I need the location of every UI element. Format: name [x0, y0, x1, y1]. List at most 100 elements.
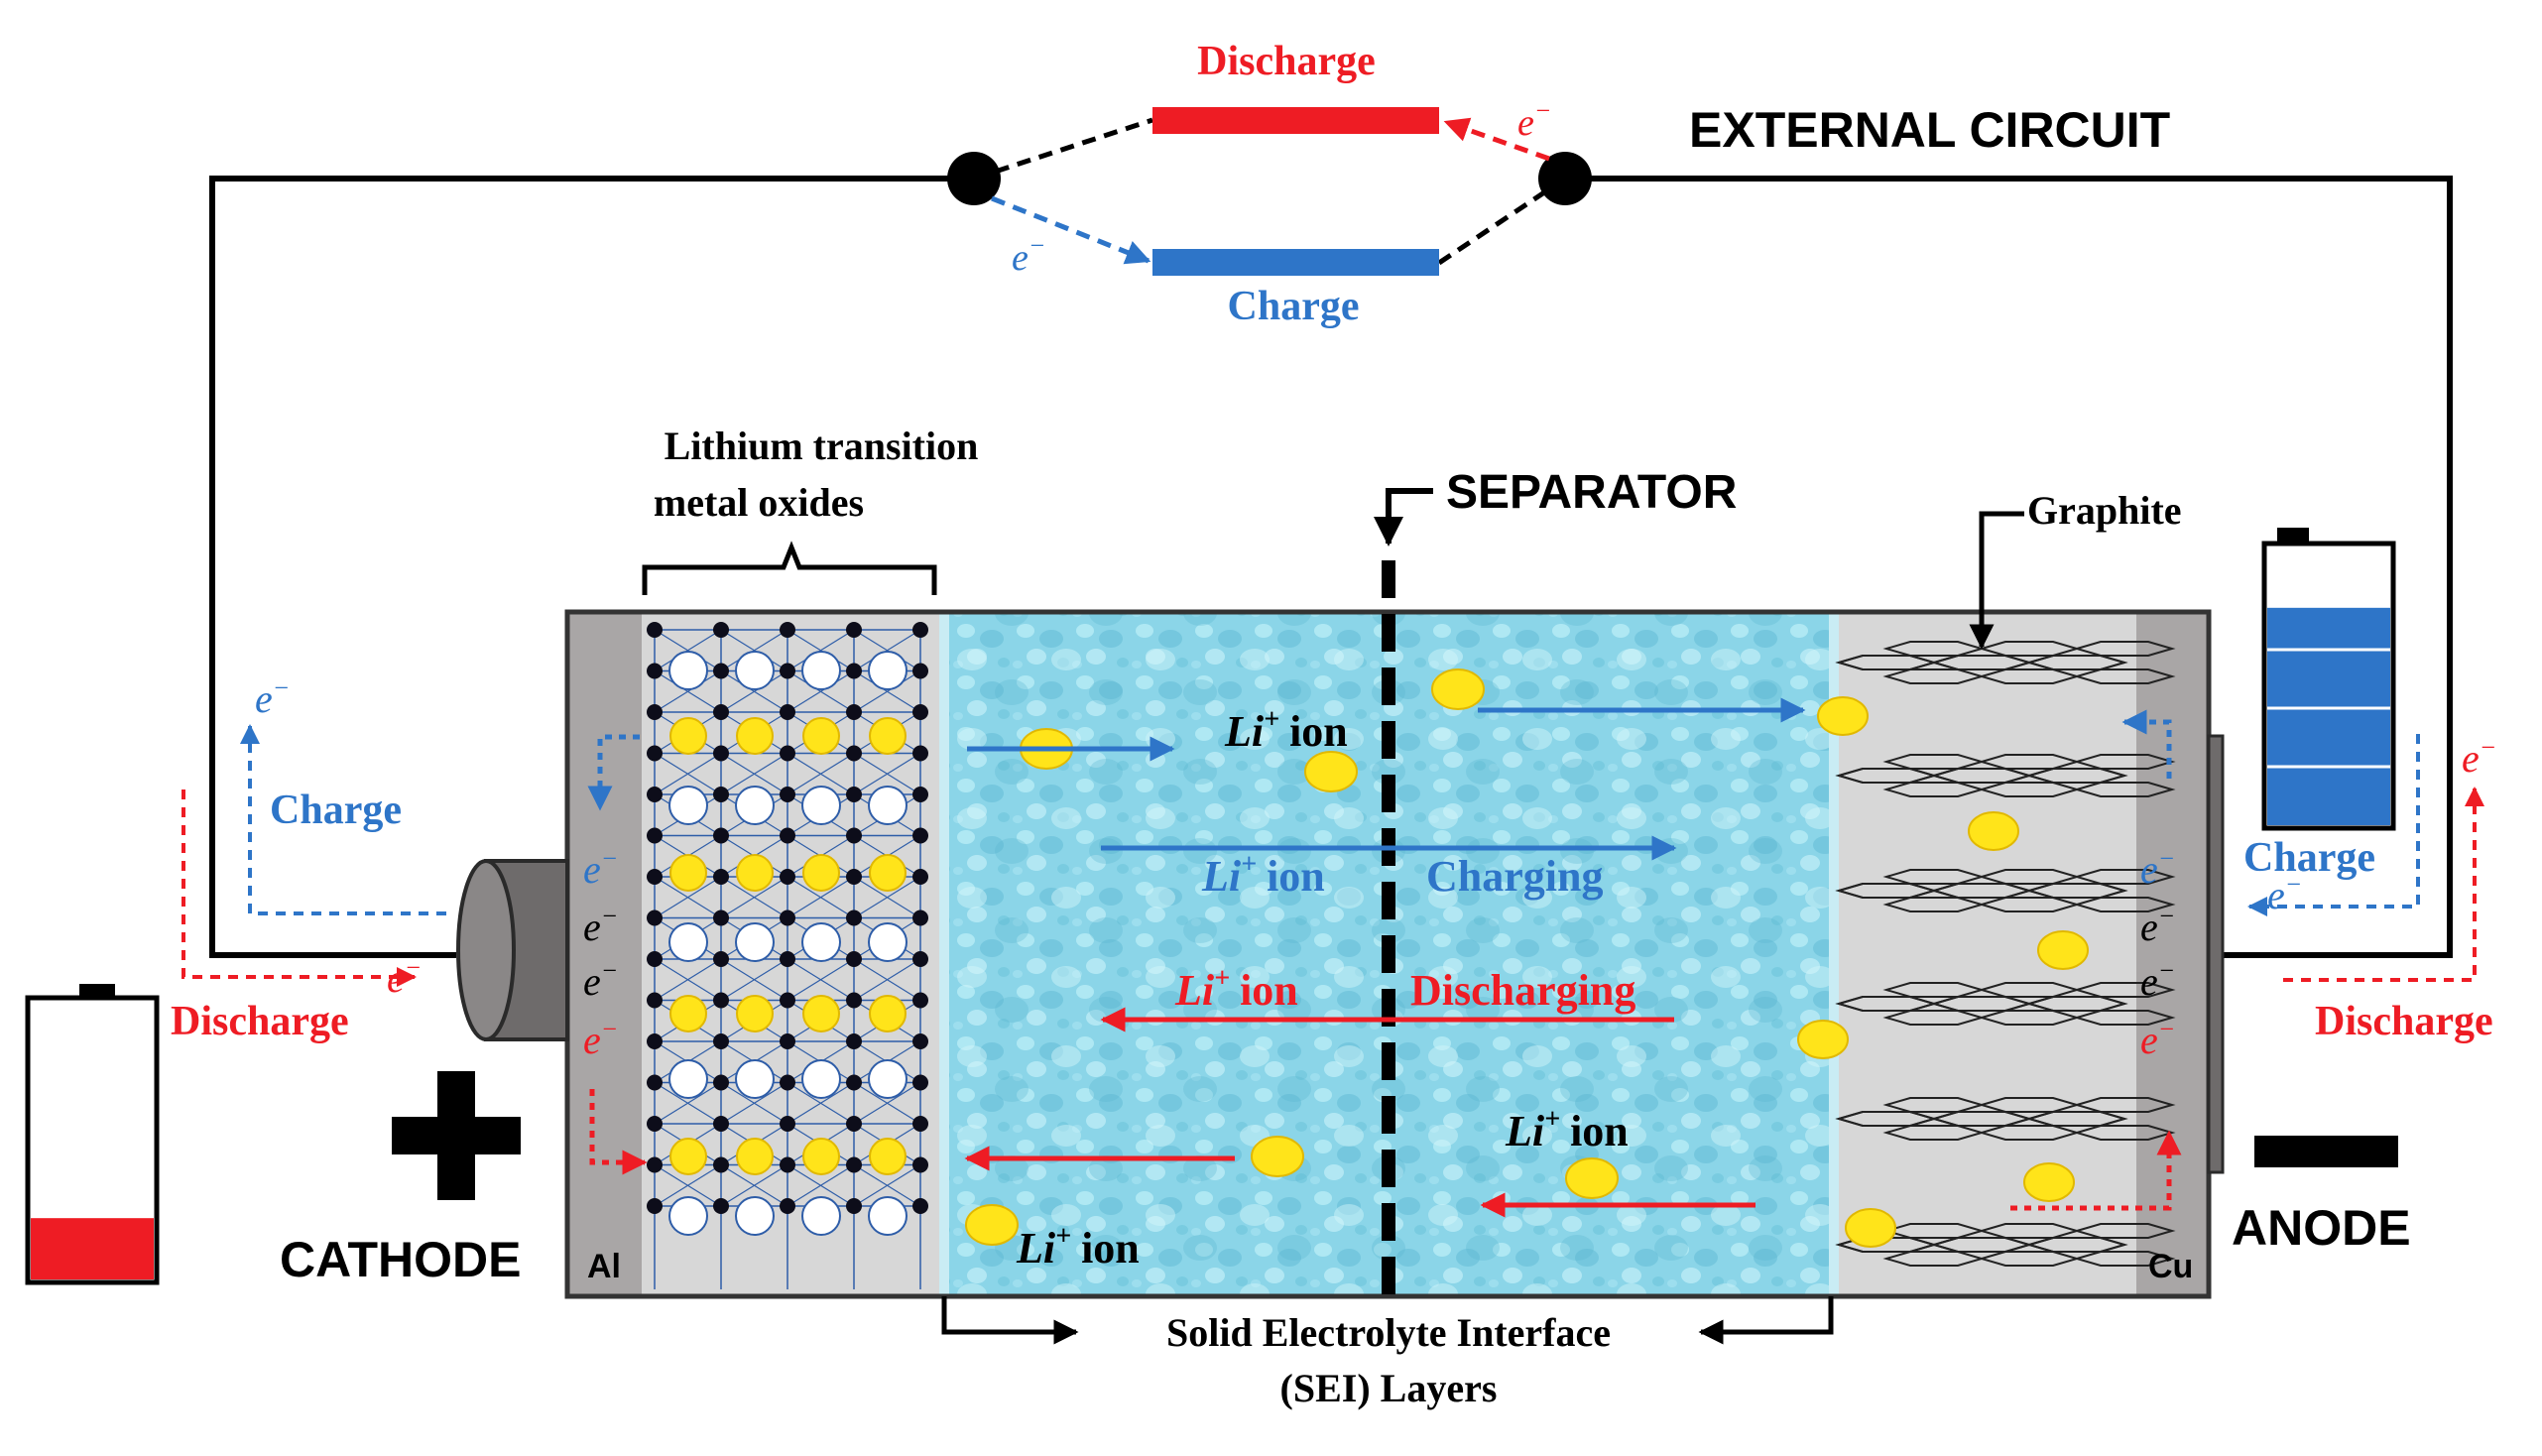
oxygen-atom: [846, 1074, 862, 1091]
transition-metal-site: [735, 651, 775, 690]
lithium-ion: [736, 995, 774, 1032]
oxygen-atom: [713, 663, 729, 679]
oxygen-atom: [780, 1116, 795, 1132]
lithium-ion: [669, 854, 707, 892]
cathode-battery-fill: [31, 1218, 154, 1279]
transition-metal-site: [735, 1196, 775, 1236]
graphite-hexagon: [2025, 655, 2128, 670]
svg-text:e−: e−: [2140, 902, 2175, 949]
electron-label-charge: e−: [1012, 231, 1045, 279]
svg-text:Li+ion: Li+ion: [1016, 1221, 1140, 1273]
oxygen-atom: [846, 1116, 862, 1132]
oxygen-atom: [713, 951, 729, 967]
lithium-ion: [802, 995, 840, 1032]
oxygen-atom: [647, 910, 663, 926]
sei-layer-right: [1829, 612, 1839, 1296]
oxygen-atom: [780, 1198, 795, 1214]
sei-label-line1: Solid Electrolyte Interface: [1166, 1310, 1611, 1355]
svg-text:e−: e−: [2140, 1015, 2175, 1062]
lithium-ion: [802, 717, 840, 755]
svg-text:e−: e−: [583, 844, 618, 892]
oxygen-atom: [846, 910, 862, 926]
external-wire-right: [1565, 176, 2453, 958]
transition-metal-site: [801, 1059, 841, 1099]
cathode-material-line1: Lithium transition: [665, 424, 979, 468]
oxygen-atom: [912, 704, 928, 720]
oxygen-atom: [912, 745, 928, 762]
left-charge-electron: e−: [255, 673, 290, 721]
discharge-load-label: Discharge: [1197, 39, 1376, 84]
svg-text:Li+ion: Li+ion: [1224, 704, 1348, 756]
oxygen-atom: [912, 1116, 928, 1132]
ion-label-discharging: Li+ion Discharging: [1174, 963, 1635, 1015]
left-charge-path: [240, 724, 446, 915]
left-charge-label: Charge: [270, 788, 402, 833]
anode-battery-fill: [2267, 607, 2390, 825]
oxygen-atom: [846, 1033, 862, 1049]
lithium-ion: [736, 717, 774, 755]
oxygen-atom: [713, 704, 729, 720]
transition-metal-site: [801, 786, 841, 825]
oxygen-atom: [647, 745, 663, 762]
transition-metal-site: [801, 1196, 841, 1236]
intercalated-lithium-ion: [1845, 1208, 1896, 1248]
cathode-label: CATHODE: [280, 1232, 522, 1287]
intercalated-lithium-ion: [1817, 696, 1869, 736]
oxygen-atom: [780, 1033, 795, 1049]
lithium-ion: [869, 1138, 907, 1175]
cathode-material-line2: metal oxides: [654, 480, 864, 525]
cathode-battery-icon: [25, 984, 160, 1285]
anode-terminal: [2207, 734, 2225, 1174]
graphite-hexagon: [2025, 1237, 2128, 1253]
oxygen-atom: [780, 745, 795, 762]
svg-text:Li+ion: Li+ion: [1201, 849, 1325, 901]
intercalated-lithium-ion: [1968, 811, 2019, 851]
oxygen-atom: [647, 704, 663, 720]
oxygen-atom: [647, 1074, 663, 1091]
oxygen-atom: [846, 827, 862, 844]
oxygen-atom: [647, 827, 663, 844]
graphite-hexagon: [2025, 883, 2128, 899]
sei-arrow-right: [1698, 1296, 1834, 1345]
oxygen-atom: [846, 704, 862, 720]
anode-battery-icon: [2261, 528, 2396, 831]
al-collector: [567, 612, 642, 1296]
discharging-label: Discharging: [1410, 966, 1635, 1015]
transition-metal-site: [868, 922, 908, 962]
lithium-ion: [669, 717, 707, 755]
electron-label-discharge: e−: [1517, 96, 1551, 144]
oxygen-atom: [846, 663, 862, 679]
anode-electrons: e− e− e− e−: [2140, 844, 2175, 1062]
load-dashed-links: [973, 117, 1567, 266]
lithium-ion: [669, 995, 707, 1032]
intercalated-lithium-ion: [2037, 930, 2089, 970]
lithium-ion: [736, 1138, 774, 1175]
oxygen-atom: [647, 787, 663, 802]
cathode-plus-sign: [392, 1071, 521, 1200]
graphite-layers: [1797, 641, 2176, 1267]
oxygen-atom: [713, 1033, 729, 1049]
discharge-electron-arrow: [1443, 117, 1550, 162]
cathode-discharge-electron-path: [589, 1089, 648, 1175]
oxygen-atom: [912, 1033, 928, 1049]
transition-metal-site: [668, 922, 708, 962]
oxygen-atom: [846, 1156, 862, 1173]
right-charge-electron: e−: [2267, 870, 2302, 917]
svg-text:e−: e−: [2140, 844, 2175, 892]
oxygen-atom: [846, 951, 862, 967]
intercalated-lithium-ion: [1797, 1020, 1849, 1059]
ion-label-lower-left: Li+ion: [1016, 1221, 1140, 1273]
svg-text:Li+ion: Li+ion: [1174, 963, 1298, 1015]
oxygen-atom: [912, 951, 928, 967]
oxygen-atom: [713, 1198, 729, 1214]
discharge-load-bar: [1152, 107, 1439, 134]
lithium-ion: [736, 854, 774, 892]
circuit-node-left: [947, 152, 1001, 205]
oxygen-atom: [647, 622, 663, 638]
charge-load-label: Charge: [1228, 284, 1360, 329]
external-circuit-title: EXTERNAL CIRCUIT: [1689, 102, 2170, 158]
oxygen-atom: [647, 1156, 663, 1173]
transition-metal-site: [868, 1196, 908, 1236]
oxygen-atom: [780, 910, 795, 926]
